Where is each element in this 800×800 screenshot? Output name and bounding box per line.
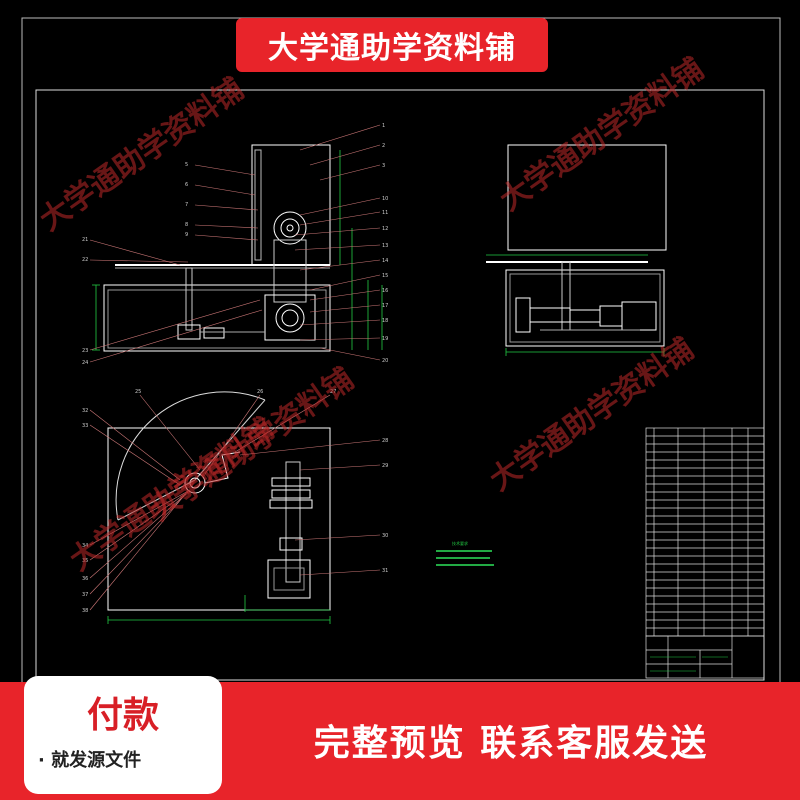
front-view-dimensions (486, 254, 665, 356)
svg-text:22: 22 (82, 257, 88, 263)
side-view-leaders (89, 124, 381, 363)
title-block-fill (650, 656, 728, 672)
svg-text:28: 28 (382, 438, 388, 444)
side-view-dimensions (92, 150, 383, 351)
svg-text:17: 17 (382, 303, 388, 309)
svg-text:16: 16 (382, 288, 388, 294)
payment-subtitle: · 就发源文件 (38, 750, 142, 771)
svg-text:5: 5 (185, 162, 188, 168)
svg-text:33: 33 (82, 423, 88, 429)
svg-text:36: 36 (82, 576, 88, 582)
svg-text:12: 12 (382, 226, 388, 232)
svg-text:8: 8 (185, 222, 188, 228)
svg-text:15: 15 (382, 273, 388, 279)
payment-title: 付款 (86, 695, 159, 736)
inner-frame (35, 89, 765, 681)
svg-text:23: 23 (82, 348, 88, 354)
svg-text:25: 25 (135, 389, 141, 395)
svg-text:11: 11 (382, 210, 388, 216)
svg-text:31: 31 (382, 568, 388, 574)
svg-text:24: 24 (82, 360, 88, 366)
technical-notes: 技术要求 (436, 540, 494, 566)
svg-text:14: 14 (382, 258, 388, 264)
svg-text:2: 2 (382, 143, 385, 149)
svg-text:3: 3 (382, 163, 385, 169)
tech-req-title: 技术要求 (452, 540, 468, 546)
svg-text:1: 1 (382, 123, 385, 129)
svg-text:34: 34 (82, 543, 88, 549)
svg-text:6: 6 (185, 182, 188, 188)
svg-text:18: 18 (382, 318, 388, 324)
svg-text:26: 26 (257, 389, 263, 395)
svg-text:38: 38 (82, 608, 88, 614)
svg-text:21: 21 (82, 237, 88, 243)
plan-view-dimensions (107, 595, 331, 624)
plan-view (107, 391, 331, 611)
contact-service-text: 完整预览 联系客服发送 (313, 723, 709, 764)
svg-text:20: 20 (382, 358, 388, 364)
shop-banner: 大学通助学资料铺 (236, 18, 548, 72)
svg-text:30: 30 (382, 533, 388, 539)
plan-view-balloons: 25 26 27 28 29 30 31 32 33 34 35 36 37 38 (82, 389, 388, 614)
svg-text:29: 29 (382, 463, 388, 469)
svg-text:32: 32 (82, 408, 88, 414)
payment-card[interactable]: 付款 · 就发源文件 (24, 676, 222, 794)
svg-text:37: 37 (82, 592, 88, 598)
svg-text:7: 7 (185, 202, 188, 208)
side-view (103, 144, 331, 352)
svg-text:10: 10 (382, 196, 388, 202)
parts-list-table (645, 427, 765, 637)
svg-text:27: 27 (330, 389, 336, 395)
svg-text:9: 9 (185, 232, 188, 238)
svg-text:19: 19 (382, 336, 388, 342)
svg-text:13: 13 (382, 243, 388, 249)
plan-view-leaders (89, 394, 381, 611)
svg-text:35: 35 (82, 558, 88, 564)
front-view (486, 144, 667, 347)
